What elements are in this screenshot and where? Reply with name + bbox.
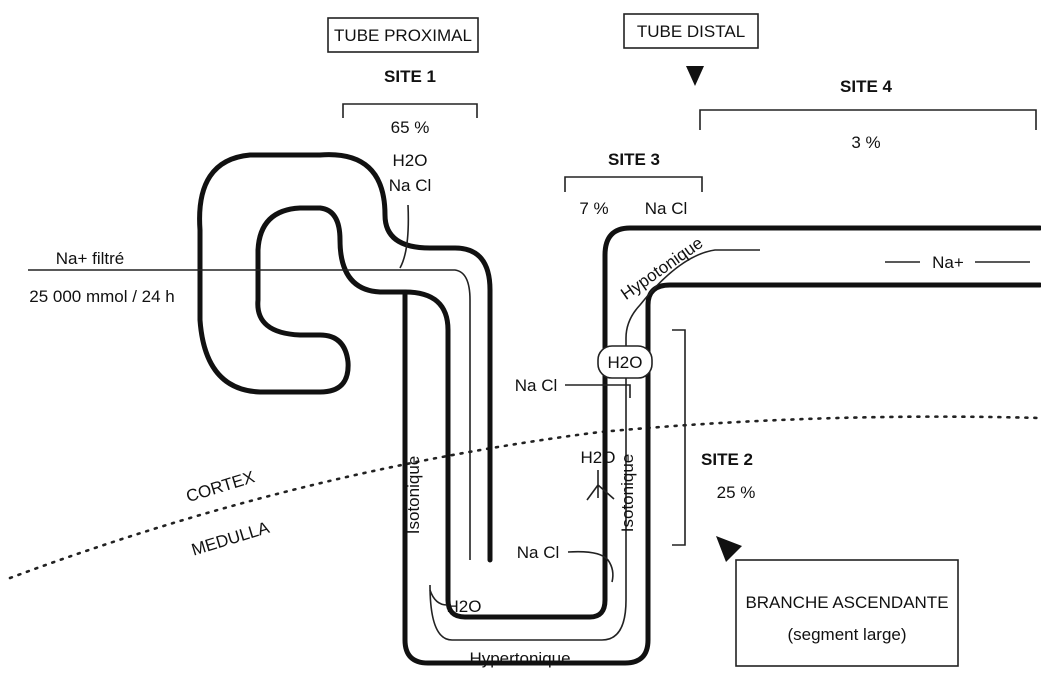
proximal-inner-wall (320, 208, 448, 600)
site1-label: SITE 1 (384, 67, 436, 86)
branche-ascendante-arrow-icon (716, 536, 742, 562)
h2o-loop-label: H2O (447, 597, 482, 616)
site3-nacl-label: Na Cl (645, 199, 688, 218)
cortex-label: CORTEX (184, 467, 257, 506)
tube-proximal-label: TUBE PROXIMAL (334, 26, 472, 45)
nacl-upper-label: Na Cl (515, 376, 558, 395)
nacl-lower-label: Na Cl (517, 543, 560, 562)
site1-bracket (343, 104, 477, 118)
nacl-upper-line (565, 385, 630, 398)
medulla-label: MEDULLA (189, 518, 272, 560)
branche-ascendante-title: BRANCHE ASCENDANTE (745, 593, 948, 612)
site2-percent: 25 % (717, 483, 756, 502)
site4-label: SITE 4 (840, 77, 893, 96)
site2-label: SITE 2 (701, 450, 753, 469)
site4-bracket (700, 110, 1036, 130)
isotonique-ascending-label: Isotonique (618, 454, 637, 532)
hypertonique-label: Hypertonique (469, 649, 570, 668)
h2o-ascending-line (587, 470, 614, 500)
h2o-ascending-label: H2O (581, 448, 616, 467)
site3-percent: 7 % (579, 199, 608, 218)
site3-bracket (565, 177, 702, 192)
site3-label: SITE 3 (608, 150, 660, 169)
site4-percent: 3 % (851, 133, 880, 152)
isotonique-descending-label: Isotonique (404, 456, 423, 534)
tube-distal-label: TUBE DISTAL (637, 22, 745, 41)
branche-ascendante-box (736, 560, 958, 666)
tube-distal-arrow-icon (686, 66, 704, 86)
site1-nacl-label: Na Cl (389, 176, 432, 195)
h2o-box-label: H2O (608, 353, 643, 372)
branche-ascendante-subtitle: (segment large) (787, 625, 906, 644)
site2-bracket (672, 330, 685, 545)
site1-reabsorption-line (400, 205, 408, 268)
hypotonique-label: Hypotonique (617, 233, 706, 303)
na-out-label: Na+ (932, 253, 964, 272)
site1-percent: 65 % (391, 118, 430, 137)
tubular-fluid-line (430, 250, 760, 640)
site1-h2o-label: H2O (393, 151, 428, 170)
h2o-loop-line (430, 590, 447, 605)
na-filtered-label: Na+ filtré (56, 249, 125, 268)
glomerulus-outer-wall (200, 155, 349, 392)
na-amount-label: 25 000 mmol / 24 h (29, 287, 175, 306)
